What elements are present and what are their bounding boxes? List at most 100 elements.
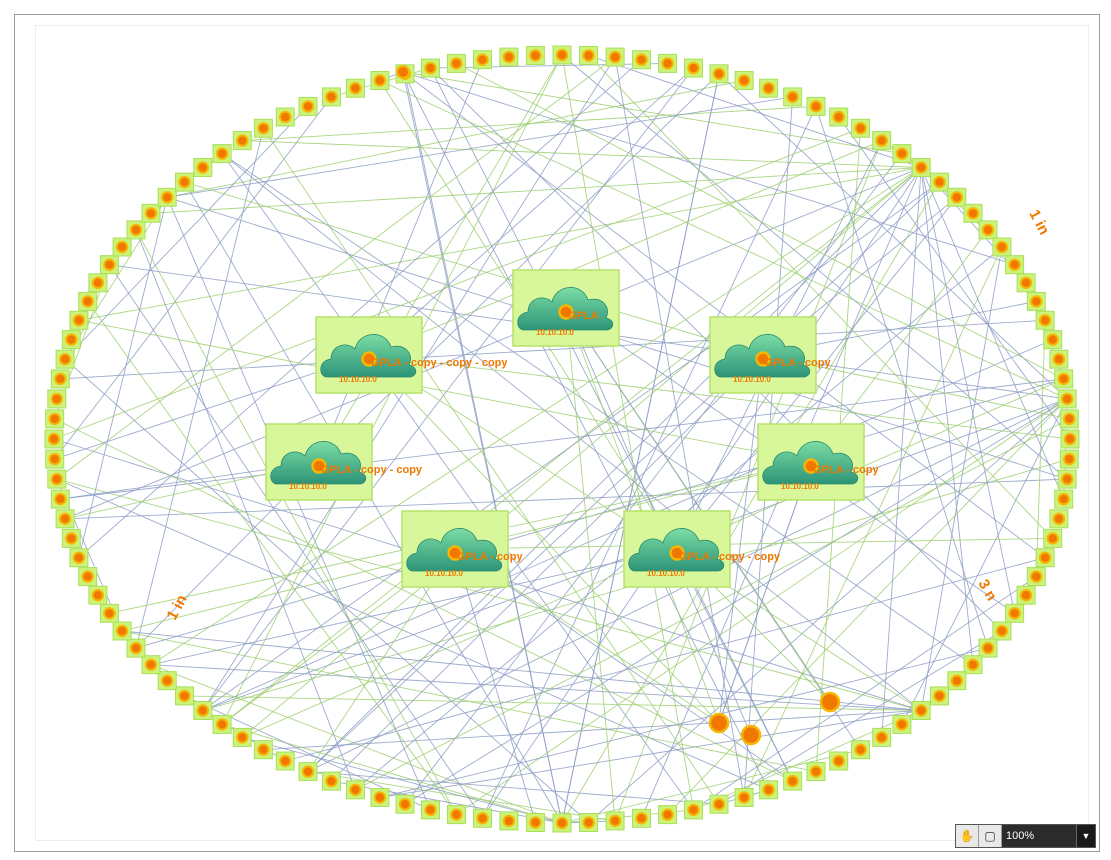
ring-node[interactable] [112, 237, 132, 257]
ring-node[interactable] [44, 429, 64, 449]
chevron-down-icon[interactable]: ▼ [1076, 825, 1095, 847]
ring-node[interactable] [1043, 330, 1063, 350]
ring-node[interactable] [963, 655, 983, 675]
ring-node[interactable] [50, 369, 70, 389]
ring-node[interactable] [499, 811, 519, 831]
ring-node[interactable] [1049, 349, 1069, 369]
ring-node[interactable] [783, 87, 803, 107]
ring-node[interactable] [579, 813, 599, 832]
ring-node[interactable] [709, 64, 729, 84]
ring-node[interactable] [930, 686, 949, 706]
ring-node[interactable] [55, 509, 75, 529]
ring-node[interactable] [978, 220, 998, 240]
ring-node[interactable] [605, 47, 625, 67]
ring-node[interactable] [992, 621, 1012, 641]
ring-node[interactable] [684, 58, 703, 78]
ring-node[interactable] [947, 187, 967, 207]
ring-node[interactable] [232, 131, 252, 151]
ring-node[interactable] [658, 53, 678, 73]
ring-node[interactable] [321, 87, 341, 107]
ring-node[interactable] [45, 409, 65, 429]
ring-node[interactable] [1043, 528, 1063, 548]
ring-node[interactable] [232, 727, 252, 747]
ring-node[interactable] [684, 800, 703, 820]
ring-node[interactable] [1035, 310, 1055, 330]
ring-node[interactable] [892, 714, 912, 734]
ring-node[interactable] [370, 788, 390, 807]
ring-node[interactable] [175, 686, 194, 706]
standalone-node[interactable] [740, 724, 762, 746]
ring-node[interactable] [851, 118, 871, 138]
ring-node[interactable] [1054, 369, 1074, 389]
standalone-node[interactable] [708, 712, 730, 734]
standalone-node[interactable] [819, 691, 841, 713]
ring-node[interactable] [446, 53, 466, 73]
fit-window-icon[interactable]: ▢ [979, 825, 1002, 847]
ring-node[interactable] [275, 107, 295, 127]
ring-node[interactable] [552, 45, 572, 65]
ring-node[interactable] [61, 330, 81, 350]
ring-node[interactable] [345, 78, 365, 98]
ring-node[interactable] [321, 771, 341, 791]
ring-node[interactable] [298, 96, 318, 116]
ring-node[interactable] [992, 237, 1012, 257]
ring-node[interactable] [55, 349, 75, 369]
ring-node[interactable] [1026, 567, 1046, 587]
ring-node[interactable] [658, 805, 678, 825]
ring-node[interactable] [473, 808, 492, 828]
ring-node[interactable] [1054, 489, 1074, 509]
ring-node[interactable] [473, 50, 492, 70]
zoom-level-field[interactable]: 100% [1006, 830, 1035, 842]
ring-node[interactable] [1059, 449, 1079, 469]
ring-node[interactable] [605, 811, 625, 831]
standalone-node[interactable] [396, 65, 410, 79]
ring-node[interactable] [345, 780, 365, 800]
ring-node[interactable] [1060, 429, 1080, 449]
ring-node[interactable] [212, 144, 232, 164]
ring-node[interactable] [395, 794, 415, 814]
ring-node[interactable] [632, 50, 651, 70]
ring-node[interactable] [126, 638, 146, 658]
ring-node[interactable] [1035, 548, 1055, 568]
ring-node[interactable] [99, 603, 119, 623]
ring-node[interactable] [759, 78, 779, 98]
ring-node[interactable] [50, 489, 70, 509]
ring-node[interactable] [421, 800, 440, 820]
ring-node[interactable] [61, 528, 81, 548]
ring-node[interactable] [829, 107, 849, 127]
ring-node[interactable] [1057, 389, 1077, 409]
ring-node[interactable] [193, 158, 213, 177]
ring-node[interactable] [175, 172, 194, 192]
ring-node[interactable] [126, 220, 146, 240]
ring-node[interactable] [709, 794, 729, 814]
ring-node[interactable] [141, 203, 161, 223]
ring-node[interactable] [112, 621, 132, 641]
ring-node[interactable] [1057, 469, 1077, 489]
ring-node[interactable] [69, 310, 89, 330]
ring-node[interactable] [421, 58, 440, 78]
ring-node[interactable] [78, 567, 98, 587]
ring-node[interactable] [978, 638, 998, 658]
ring-node[interactable] [45, 449, 65, 469]
ring-node[interactable] [872, 131, 892, 151]
ring-node[interactable] [157, 671, 177, 691]
ring-node[interactable] [1059, 409, 1079, 429]
ring-node[interactable] [370, 71, 390, 90]
ring-node[interactable] [275, 751, 295, 771]
ring-node[interactable] [141, 655, 161, 675]
ring-node[interactable] [499, 47, 519, 67]
ring-node[interactable] [1026, 291, 1046, 311]
ring-node[interactable] [930, 172, 949, 192]
ring-node[interactable] [632, 808, 651, 828]
ring-node[interactable] [525, 813, 545, 832]
ring-node[interactable] [963, 203, 983, 223]
ring-node[interactable] [88, 273, 108, 293]
hand-icon[interactable]: ✋ [956, 825, 979, 847]
